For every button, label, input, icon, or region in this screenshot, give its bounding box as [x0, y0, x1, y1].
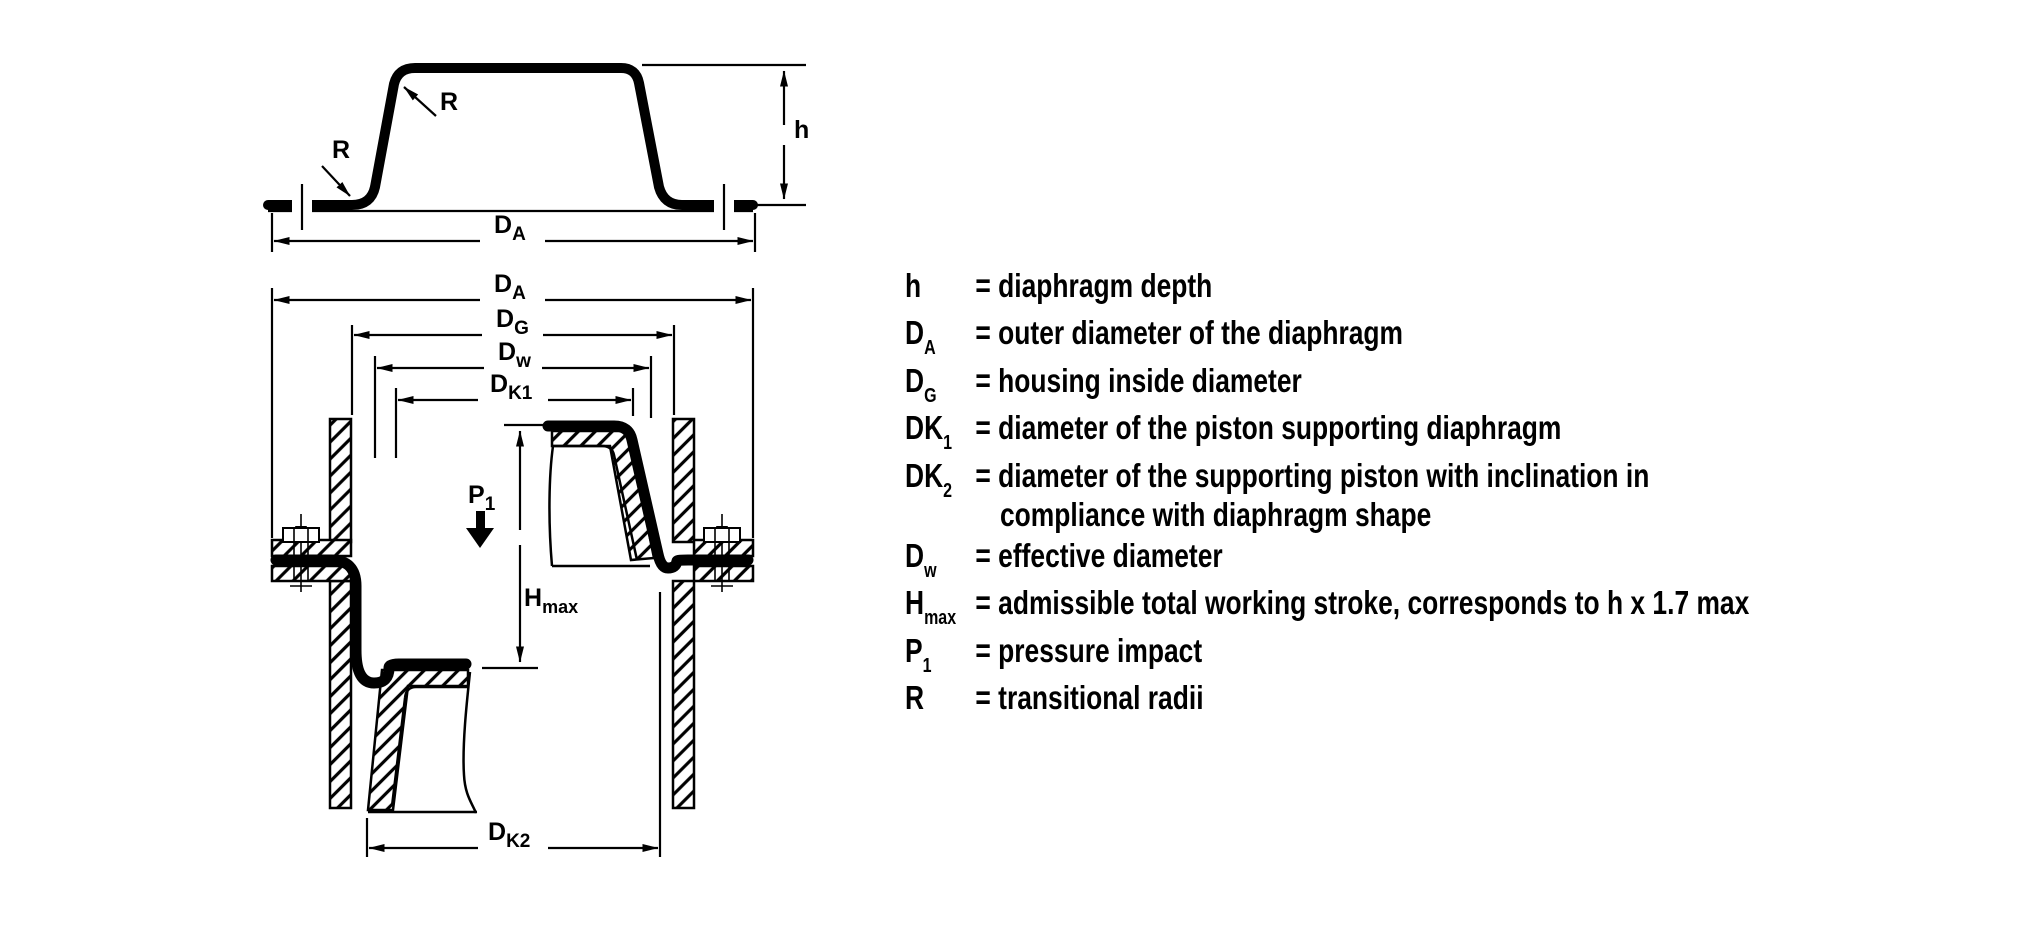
- legend-symbol-subscript: G: [924, 385, 937, 407]
- legend-row-dg: DG = housing inside diameter: [905, 362, 1401, 407]
- lower-piston-hatch-band: [366, 668, 470, 812]
- housing-wall-lower-right: [671, 579, 696, 810]
- legend-description: = transitional radii: [975, 679, 1204, 716]
- legend-symbol-subscript: w: [924, 560, 937, 582]
- diaphragm-membrane-left: [270, 554, 472, 689]
- label-radius-lower: R: [332, 136, 350, 164]
- upper-piston: [548, 429, 656, 568]
- pressure-arrow-p1: P1: [466, 481, 496, 548]
- dimension-da-section: DA: [270, 270, 755, 538]
- flange-plate-bottom-left: [270, 564, 353, 583]
- legend-description: = diaphragm depth: [975, 267, 1213, 304]
- pressure-arrow-head: [466, 528, 494, 548]
- legend-row-dw: Dw = effective diameter: [905, 537, 1302, 582]
- legend-symbol: P: [905, 632, 923, 669]
- dimension-dk2: DK2: [365, 592, 662, 857]
- radius-leader-lower: [321, 165, 351, 197]
- label-dg: DG: [496, 305, 529, 339]
- radius-leader-upper: [403, 86, 437, 117]
- bolt-left: [282, 514, 320, 592]
- legend-symbol-subscript: 1: [922, 655, 932, 677]
- legend-symbol: R: [905, 679, 925, 716]
- label-radius-upper: R: [440, 88, 458, 116]
- label-hmax: Hmax: [524, 584, 578, 617]
- label-da-section: DA: [494, 270, 526, 304]
- legend-description: compliance with diaphragm shape: [1000, 496, 1432, 533]
- housing-wall-lower-left: [328, 579, 353, 810]
- legend-symbol: H: [905, 584, 925, 621]
- legend-row-dk2-continuation: compliance with diaphragm shape: [1000, 496, 1539, 538]
- legend-symbol: D: [905, 362, 925, 399]
- section-dimensions: DA DG Dw: [270, 270, 755, 857]
- legend-row-hmax: Hmax = admissible total working stroke, c…: [905, 584, 1960, 629]
- label-dk1: DK1: [490, 370, 533, 404]
- legend-symbol: D: [905, 537, 925, 574]
- legend-row-h: h = diaphragm depth: [905, 267, 1289, 309]
- diaphragm-cross-section-drawing: R R h DA: [263, 63, 809, 857]
- label-h: h: [794, 116, 809, 144]
- nut-right: [703, 527, 741, 543]
- legend-symbol-subscript: 2: [943, 480, 953, 502]
- label-da-top: DA: [494, 211, 526, 245]
- legend-description: = pressure impact: [975, 632, 1203, 669]
- legend-symbol-subscript: A: [924, 337, 936, 359]
- diaphragm-profile-figure: R R h DA: [263, 63, 809, 252]
- dimension-hmax: Hmax: [482, 423, 578, 670]
- diaphragm-membrane-right: [542, 420, 754, 574]
- legend-description: = outer diameter of the diaphragm: [975, 314, 1404, 351]
- lower-piston-inner-line: [390, 685, 468, 807]
- legend-row-dk2: DK2 = diameter of the supporting piston w…: [905, 457, 1835, 502]
- legend-symbol: D: [905, 314, 925, 351]
- legend-symbol: DK: [905, 409, 944, 446]
- legend-symbol-subscript: 1: [943, 432, 953, 454]
- legend-symbol: DK: [905, 457, 944, 494]
- housing-wall-upper-right: [671, 417, 696, 544]
- lower-piston-right-edge: [462, 671, 478, 814]
- dimension-dg: DG: [350, 305, 676, 415]
- dimension-h: h: [642, 63, 809, 207]
- pressure-arrow-shaft: [476, 511, 485, 529]
- label-dw: Dw: [498, 338, 531, 372]
- dimension-dw: Dw: [373, 338, 653, 458]
- lower-piston: [366, 668, 478, 814]
- legend-row-dk1: DK1 = diameter of the piston supporting d…: [905, 409, 1725, 454]
- upper-piston-inner-line: [552, 444, 639, 561]
- label-dk2: DK2: [488, 818, 530, 852]
- label-p1: P1: [468, 481, 496, 515]
- legend-row-r: R = transitional radii: [905, 679, 1278, 721]
- legend-symbol: h: [905, 267, 922, 304]
- housing-and-pistons: [270, 417, 755, 814]
- legend-description: = housing inside diameter: [975, 362, 1302, 399]
- legend-description: = diameter of the supporting piston with…: [975, 457, 1650, 494]
- diaphragm-profile-outline: [263, 63, 758, 210]
- legend-description: = admissible total working stroke, corre…: [975, 584, 1750, 621]
- flange-plate-bottom-right: [692, 564, 755, 583]
- bolt-right: [703, 514, 741, 592]
- legend-row-da: DA = outer diameter of the diaphragm: [905, 314, 1528, 359]
- dimension-da-top: DA: [270, 211, 757, 252]
- upper-piston-left-edge: [548, 445, 555, 567]
- legend-row-p1: P1 = pressure impact: [905, 632, 1276, 677]
- legend-description: = effective diameter: [975, 537, 1223, 574]
- housing-wall-upper-left: [328, 417, 353, 544]
- legend-description: = diameter of the piston supporting diap…: [975, 409, 1562, 446]
- nut-left: [282, 527, 320, 543]
- legend-symbol-subscript: max: [924, 607, 957, 629]
- dimension-dk1: DK1: [394, 370, 635, 458]
